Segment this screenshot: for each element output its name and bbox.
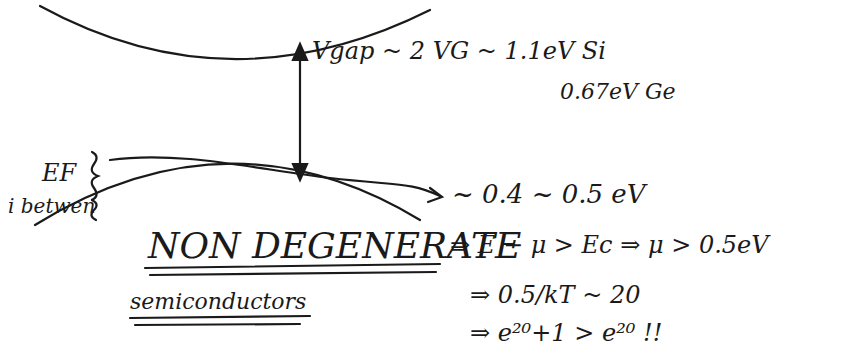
underline [135, 324, 300, 325]
note-label: semiconductors [130, 290, 306, 314]
note-label: ⇒ e²⁰+1 > e²⁰ !! [470, 320, 662, 346]
underline [150, 272, 436, 275]
note-label: ⇒ 0.5/kT ~ 20 [470, 282, 640, 308]
note-label: ⇒ E − μ > Ec ⇒ μ > 0.5eV [450, 232, 769, 258]
note-label: i betwen [8, 195, 95, 217]
arrow-head [293, 164, 307, 180]
arrow-head [428, 188, 442, 202]
brace [92, 152, 98, 200]
leader-line [110, 157, 440, 196]
underline [130, 316, 310, 318]
arrow-head [293, 44, 307, 60]
note-label: EF [42, 160, 76, 186]
note-label: 0.67eV Ge [560, 80, 675, 104]
note-label: Vgap ~ 2 VG ~ 1.1eV Si [312, 38, 606, 64]
gap-arrow [299, 48, 301, 176]
note-label: ~ 0.4 ~ 0.5 eV [452, 180, 646, 209]
